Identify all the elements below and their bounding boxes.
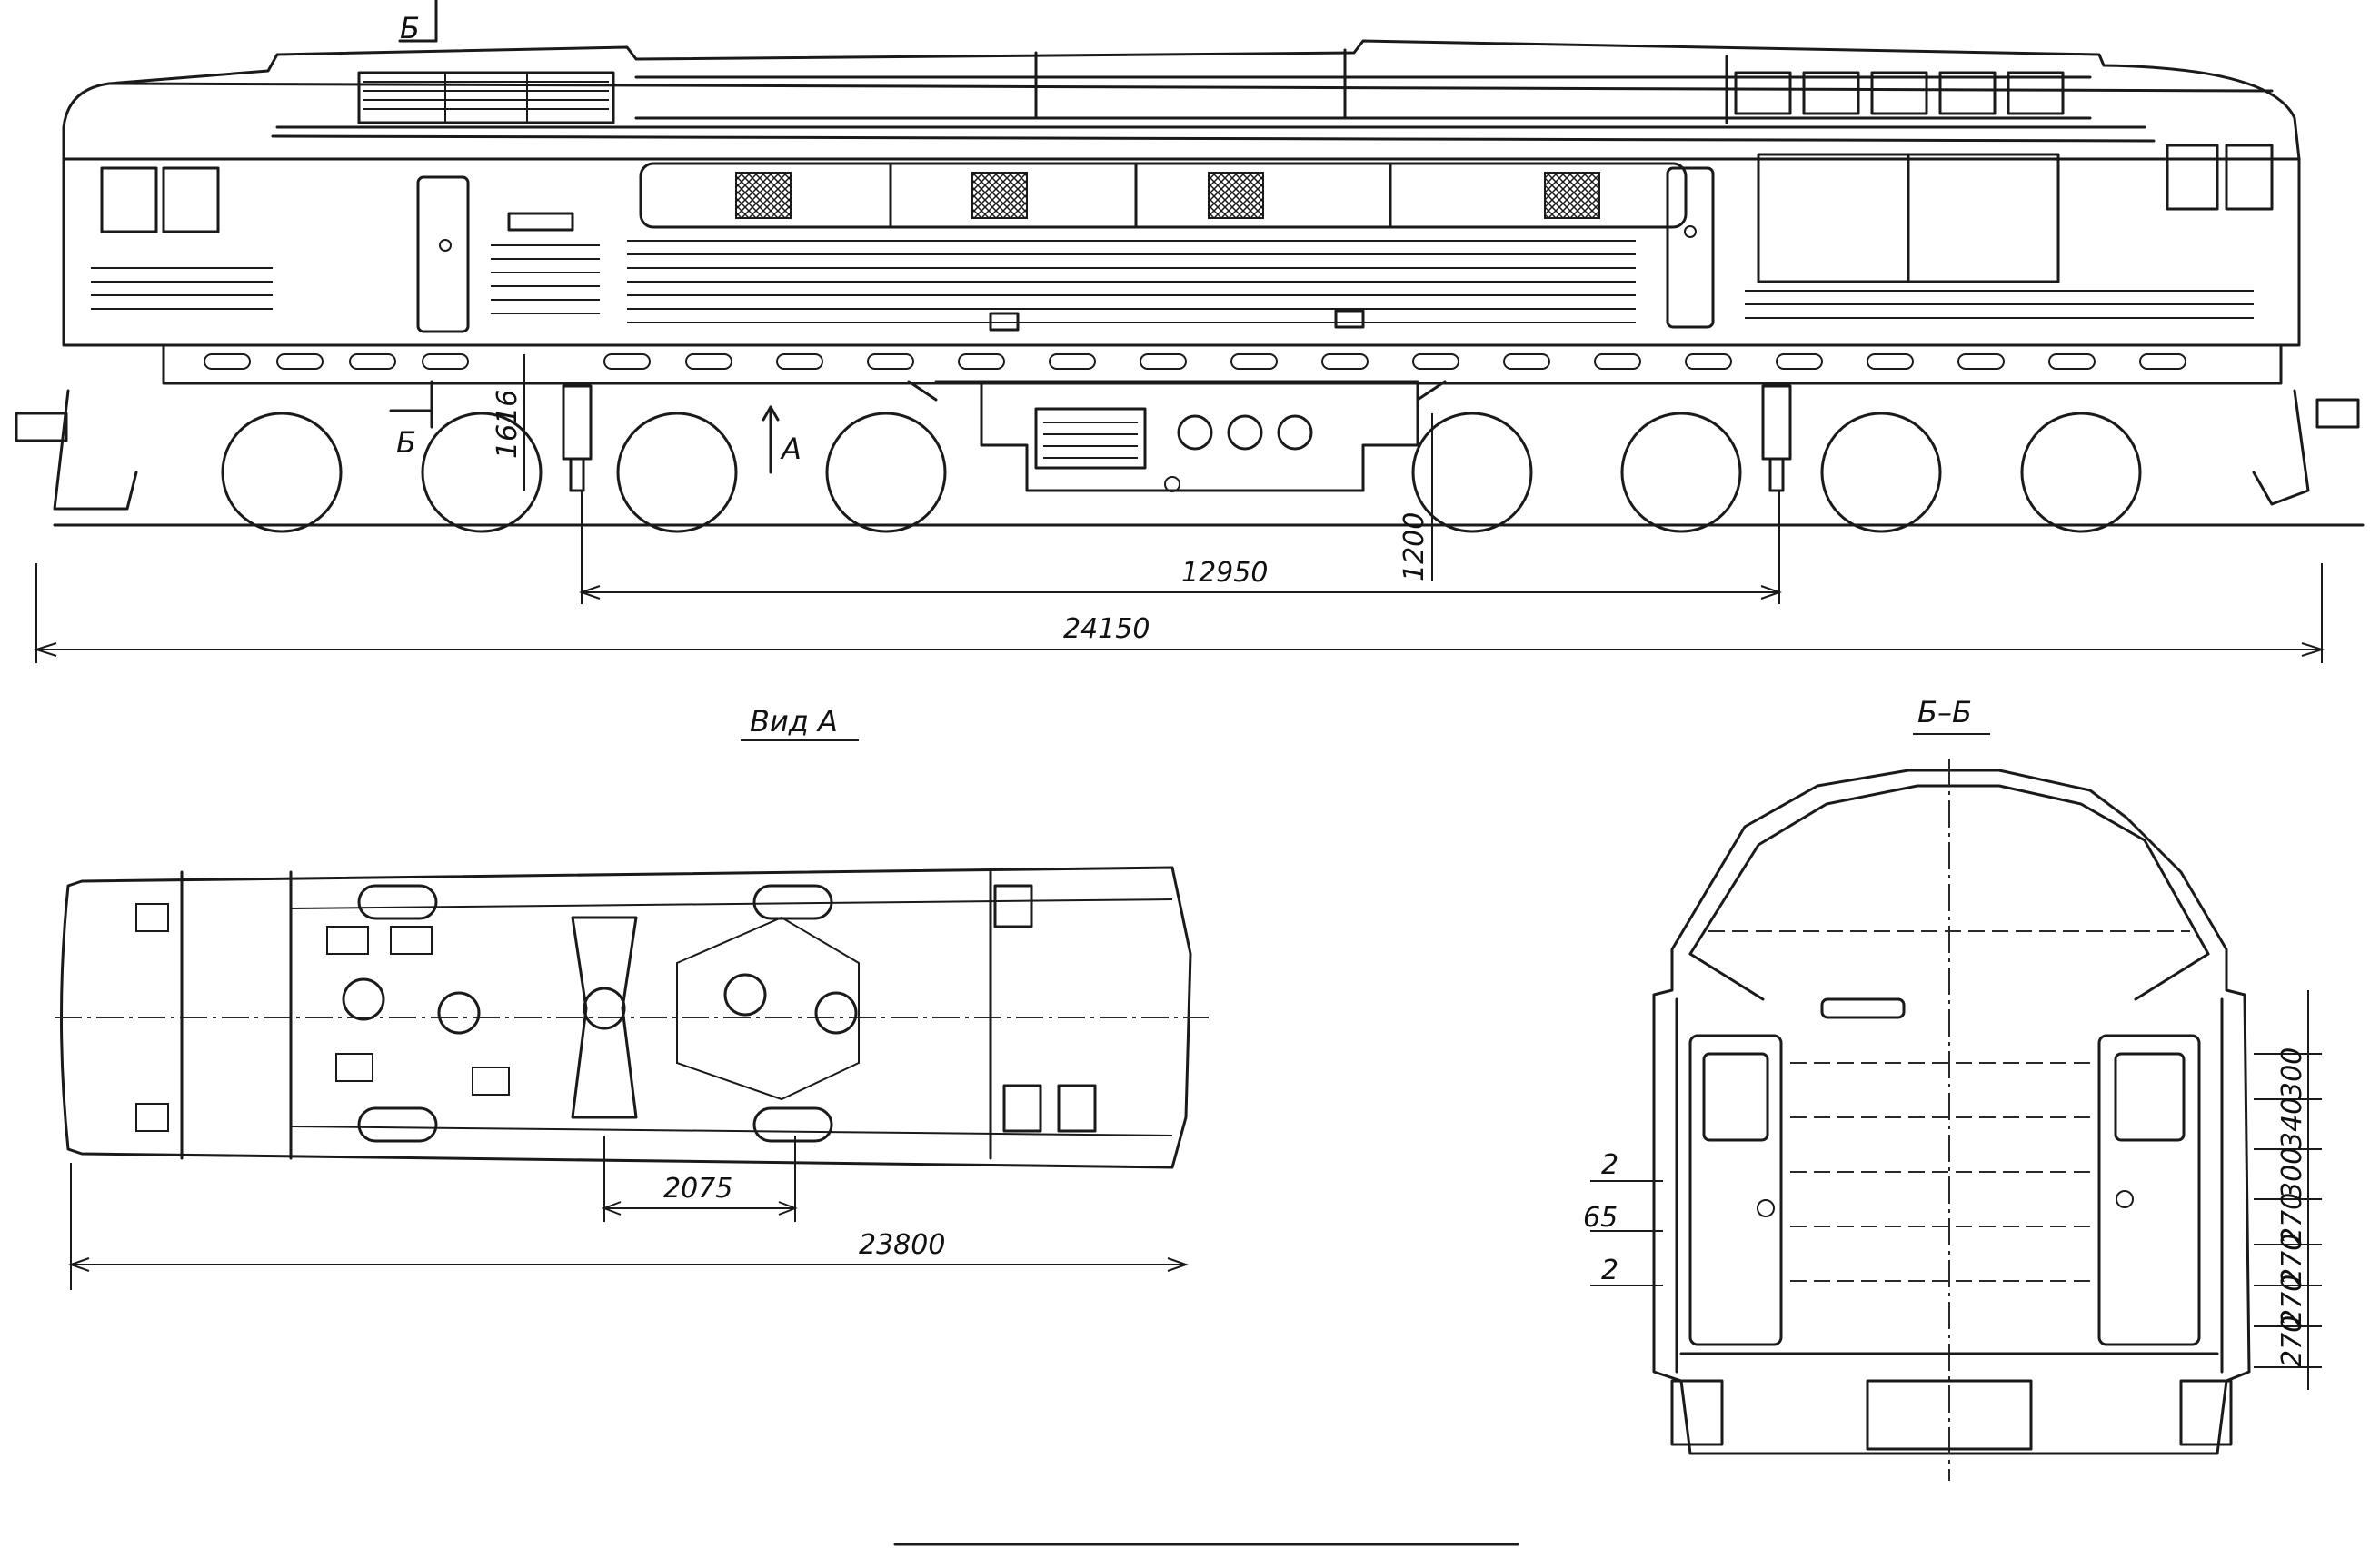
view-arrow-label: А [780,432,802,466]
frame-holes [204,353,2186,370]
side-elevation: Б Б А 1616 1200 12950 24150 [15,0,2365,663]
dim-wheel-diameter: 1200 [1399,512,1430,581]
underframe [162,343,2283,385]
cab-dim-3: 300 [2276,1147,2308,1199]
wheel-7 [1820,412,1942,533]
section-door-right [2097,1034,2201,1346]
view-a-caption: Вид А [750,704,838,739]
wheel-set [221,412,2142,533]
body-louvers [91,240,2254,323]
cab-dim-5: 270 [2276,1234,2308,1285]
dim-axle-spacing: 2075 [663,1173,732,1205]
side-window-band [639,162,1688,229]
frame-plan-outline [60,866,1192,1169]
grille-3 [1208,172,1264,219]
cab-window-right-1 [2166,144,2219,211]
dim-wall-2-upper: 2 [1601,1149,1618,1181]
fuel-tank [934,380,1419,492]
cab-window-right-2 [2225,144,2274,211]
cab-window-left-1 [100,166,158,233]
wheel-5 [1411,412,1533,533]
wheel-2 [421,412,543,533]
grille-1 [735,172,792,219]
dim-wheel-height: 1616 [492,390,523,459]
body-cross-section [1652,769,2251,1455]
wheel-1 [221,412,343,533]
wheel-4 [825,412,947,533]
cab-window-left-2 [162,166,220,233]
wheel-8 [2020,412,2142,533]
cab-dim-1: 300 [2276,1047,2308,1099]
grille-2 [971,172,1028,219]
tank-hatch [1034,407,1147,470]
dim-wall-65: 65 [1583,1202,1618,1234]
cab-dim-7: 270 [2276,1315,2308,1367]
cab-dim-4: 270 [2276,1193,2308,1245]
cab-dim-6: 270 [2276,1275,2308,1326]
dim-bogie-base: 12950 [1181,557,1268,589]
dim-frame-length: 23800 [859,1229,945,1261]
body-outline [62,39,2301,347]
dim-overall-length: 24150 [1063,613,1150,645]
section-caption: Б–Б [1917,695,1972,729]
cab-dim-2: 340 [2276,1097,2308,1149]
dim-wall-2-lower: 2 [1601,1255,1618,1286]
section-b-b: Б–Б [1583,695,2322,1481]
view-a-plan: Вид А [55,704,1209,1290]
door-right [1666,166,1715,329]
grille-4 [1544,172,1600,219]
wheel-6 [1620,412,1742,533]
section-mark-top: Б [400,11,420,45]
roof-louver-left [357,71,615,124]
section-mark-bottom: Б [396,425,416,460]
door-left [416,175,470,333]
wheel-3 [616,412,738,533]
section-door-left [1688,1034,1783,1346]
